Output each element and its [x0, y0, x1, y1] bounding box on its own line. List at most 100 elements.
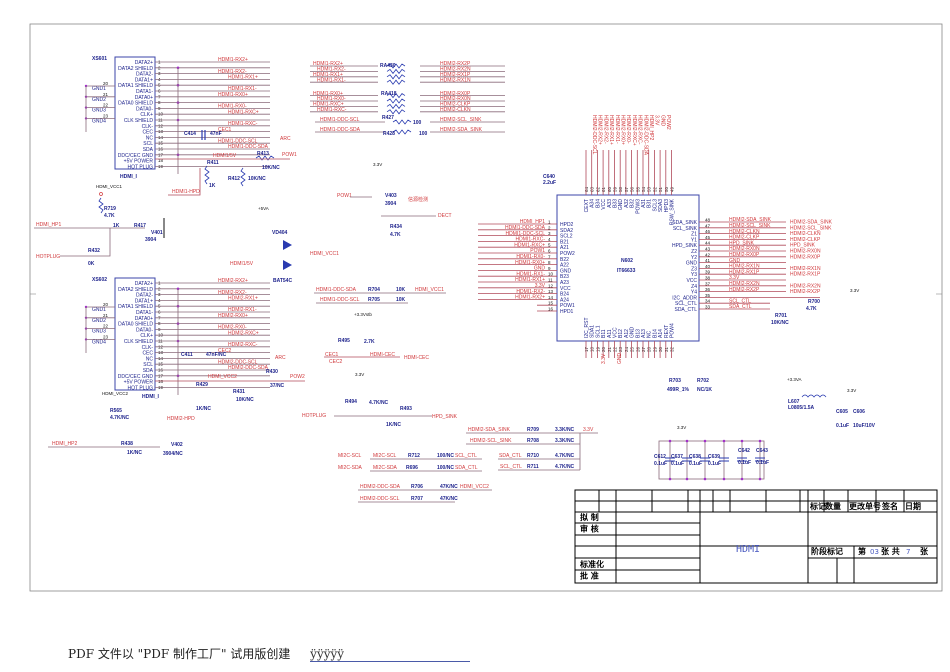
gnd-pin-number: 22 — [103, 103, 109, 108]
chip-left-net: HDMI1-RX1+ — [515, 277, 545, 283]
gnd-pin-label: GND3 — [92, 108, 106, 114]
v403-ref: V403 — [385, 193, 397, 199]
r711-ref: R711 — [527, 464, 539, 470]
connector-pin-label: DATA1 SHIELD — [118, 304, 153, 310]
chip-pin-number: 26 — [635, 346, 640, 352]
chip-pin-number: 29 — [652, 346, 657, 352]
connector-pin-label: DATA0+ — [135, 316, 153, 322]
chip-pin-number: 52 — [652, 186, 657, 192]
vcc1-net: HDMI_VCC1 — [310, 251, 339, 257]
connector-pin-label: CLK SHIELD — [124, 118, 154, 124]
chip-pin-label: A21 — [560, 245, 569, 251]
chip-right-net: HDMI2-RX0N — [729, 246, 760, 252]
hdmi-cec-net: HDMI-CEC — [370, 352, 395, 358]
chip-right-net: 3.3V — [729, 275, 740, 281]
connector-pin-label: +5V POWER — [124, 380, 154, 386]
mi2c-sda-net: MI2C-SDA — [373, 465, 398, 471]
junction — [758, 439, 762, 443]
connector-pin-label: DATA0- — [136, 327, 153, 333]
v402-value: 3904/NC — [163, 451, 183, 457]
chip-top-net: POW2 — [665, 115, 671, 130]
ra-resistor — [386, 79, 406, 85]
xs601-peripheral: C414 47nF ARC R413 POW1 10K/NC R411 1K R… — [34, 130, 297, 267]
r493-ref: R493 — [400, 406, 412, 412]
chip-bottom-net: 3.3V — [601, 353, 607, 364]
chip-pin-number: 41 — [705, 258, 711, 263]
connector-pin-label: DATA0+ — [135, 95, 153, 101]
chip-pin-label: VCC — [686, 278, 697, 284]
chip-pin-number: 15 — [548, 301, 554, 306]
r711-value: 4.7K/NC — [555, 464, 575, 470]
chip-pin-number: 4 — [548, 237, 551, 242]
chip-pin-number: 2 — [548, 225, 551, 230]
title-header-cell: 数量 — [825, 501, 841, 511]
sda-ctl-out: SDA_CTL — [455, 465, 478, 471]
r704-value: 10K — [396, 287, 406, 293]
vd404-ref: VD404 — [272, 230, 288, 236]
chip-pin-label: NC — [647, 330, 653, 338]
r696-value: 100/NC — [437, 465, 454, 471]
chip-pin-label: B13 — [635, 329, 641, 338]
chip-pin-label: REXT — [664, 325, 670, 338]
r417-value: 1K — [113, 223, 120, 229]
chip-pin-label: Z4 — [691, 284, 697, 290]
connector-pin-label: DATA2- — [136, 72, 153, 78]
chip-pin-label: SCL_CTL — [675, 301, 697, 307]
connector-pin-label: CEC — [142, 130, 153, 136]
r710-ref: R710 — [527, 453, 539, 459]
connector-pin-label: DATA0 SHIELD — [118, 101, 153, 107]
chip-right-port: HDMI2-RX1P — [790, 272, 821, 278]
p5va-label: +5VA — [258, 206, 269, 211]
ddc-resistor — [392, 129, 412, 135]
chip-pin-label: GND — [686, 261, 698, 267]
chip-pin-label: B11 — [601, 329, 607, 338]
chip-pin-number: 43 — [705, 247, 711, 252]
chip-top-net: HDMI_HP2 — [648, 115, 654, 141]
connector-pin-label: DDC/CEC GND — [118, 374, 154, 380]
r411-value: 1K — [209, 183, 216, 189]
r565-value: 4.7K/NC — [110, 415, 130, 421]
arc2-port: ARC — [275, 355, 286, 361]
c605-ref: C605 — [836, 409, 848, 415]
connector-net-label: HDMI1-RXC+ — [228, 109, 259, 115]
ra-resistor — [386, 74, 406, 80]
vcc2-pullup: HDMI_VCC2 — [460, 484, 489, 490]
ra-right-net: HDMI2-CLKN — [440, 107, 471, 113]
hdmi1-5v-net: HDMI1/5V — [213, 153, 237, 159]
chip-pin-label: B32 — [630, 199, 636, 208]
r413-resistor — [255, 155, 275, 161]
connector-net-label: HDMI1-RX2+ — [218, 57, 248, 63]
r427-ref: R427 — [382, 115, 394, 121]
vcc1-label: HDMI_VCC1 — [96, 184, 123, 189]
chip-pin-label: HPD1 — [560, 309, 574, 315]
r702-ref: R702 — [697, 378, 709, 384]
connector-pin-label: DATA2+ — [135, 281, 153, 287]
title-block-frame — [574, 489, 938, 584]
ra-left-net: HDMI1-RX0+ — [313, 91, 343, 97]
r429-value: 1K/NC — [196, 406, 211, 412]
chip-pin-number: 8 — [548, 260, 551, 265]
resistor-arrays: HDMI1-RX2+HDMI2-RX2PHDMI1-RX2-HDMI2-RX2N… — [310, 61, 505, 137]
connector-pin-label: +5V POWER — [124, 159, 154, 165]
title-row-label: 批 准 — [580, 571, 599, 581]
connector-pin-label: DATA2 SHIELD — [118, 66, 153, 72]
ra-left-net: HDMI1-RXC+ — [313, 102, 344, 108]
chip-right-net: HDMI2-RX2P — [729, 287, 760, 293]
connector-pin-label: CLK SHIELD — [124, 339, 154, 345]
p33vsb-label: +3.3Vstb — [354, 312, 372, 317]
r427-value: 100 — [413, 120, 422, 126]
connector-pin-label: DDC/CEC GND — [118, 153, 154, 159]
r495-ref: R495 — [338, 338, 350, 344]
cap-value: 0.1uF — [756, 460, 769, 466]
r412-ref: R412 — [228, 176, 240, 182]
sheet-number: 03 — [870, 548, 879, 556]
chip-pin-number: 3 — [548, 231, 551, 236]
ra430-ref: RA430 — [380, 63, 396, 69]
connector-pin-label: HOT PLUG — [128, 385, 154, 391]
gnd-pin-label: GND1 — [92, 86, 106, 92]
pdf-footer: PDF 文件以 "PDF 制作工厂" 试用版创建 ÿÿÿÿÿ — [68, 645, 471, 662]
chip-pin-number: 18 — [590, 346, 595, 352]
l607-filter: +3.3VA L607 L0805/1.5A 3.3V C605 0.1uF C… — [787, 377, 876, 429]
